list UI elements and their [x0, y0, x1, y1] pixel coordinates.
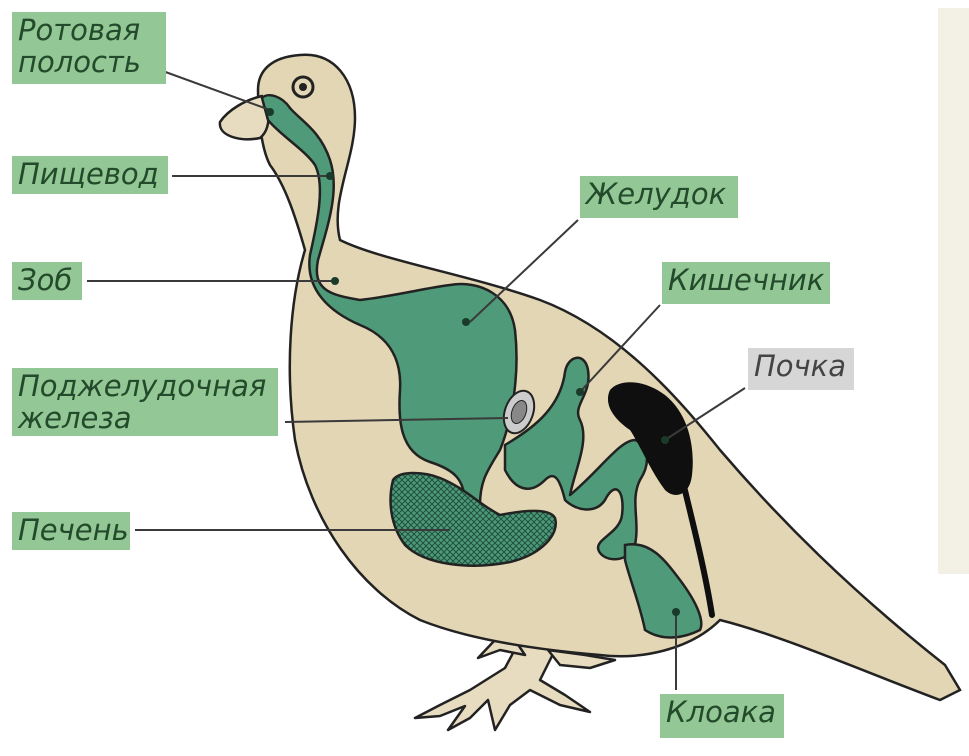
label-pancreas-line-1: Поджелудочная [18, 370, 272, 402]
bird-beak [220, 96, 269, 139]
label-intestine: Кишечник [662, 262, 830, 304]
label-cloaca: Клоака [660, 694, 784, 738]
label-oral-cavity-line-2: полость [18, 46, 160, 78]
label-oral-cavity: Ротовая полость [12, 12, 166, 84]
background-panel [938, 8, 969, 574]
label-liver: Печень [12, 512, 130, 550]
bird-eye [293, 77, 313, 97]
label-pancreas: Поджелудочная железа [12, 368, 278, 436]
bird-body [258, 55, 960, 700]
label-esophagus: Пищевод [12, 156, 168, 194]
label-stomach: Желудок [580, 176, 738, 218]
label-oral-cavity-line-1: Ротовая [18, 14, 160, 46]
label-pancreas-line-2: железа [18, 402, 272, 434]
label-crop: Зоб [12, 262, 82, 300]
label-kidney: Почка [748, 348, 854, 390]
